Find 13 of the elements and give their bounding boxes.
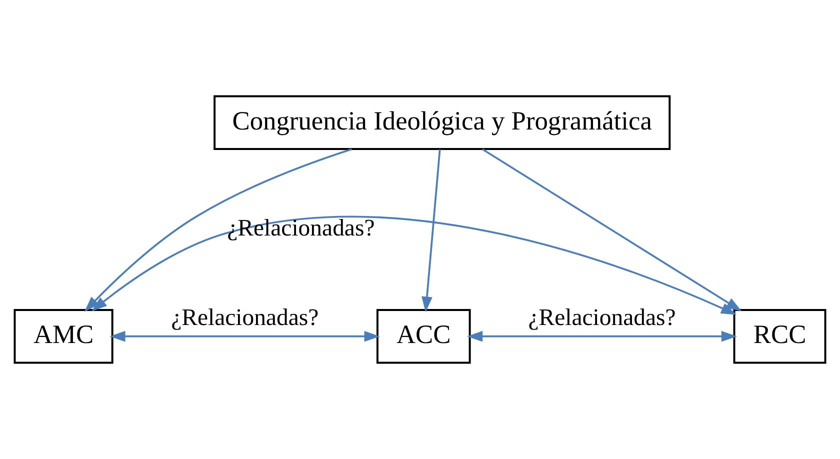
arrow — [482, 148, 742, 312]
node-box: Congruencia Ideológica y Programática — [214, 95, 671, 150]
node-box: RCC — [733, 308, 826, 364]
edge-label: ¿Relacionadas? — [227, 215, 375, 242]
node-box: ACC — [376, 308, 471, 364]
arrow — [92, 216, 737, 315]
edge-label: ¿Relacionadas? — [528, 305, 676, 331]
arrow — [467, 330, 738, 342]
node-box: AMC — [14, 308, 114, 364]
arrow — [422, 149, 441, 312]
arrow — [110, 330, 380, 342]
edge-label: ¿Relacionadas? — [171, 305, 319, 331]
arrow — [84, 148, 352, 312]
